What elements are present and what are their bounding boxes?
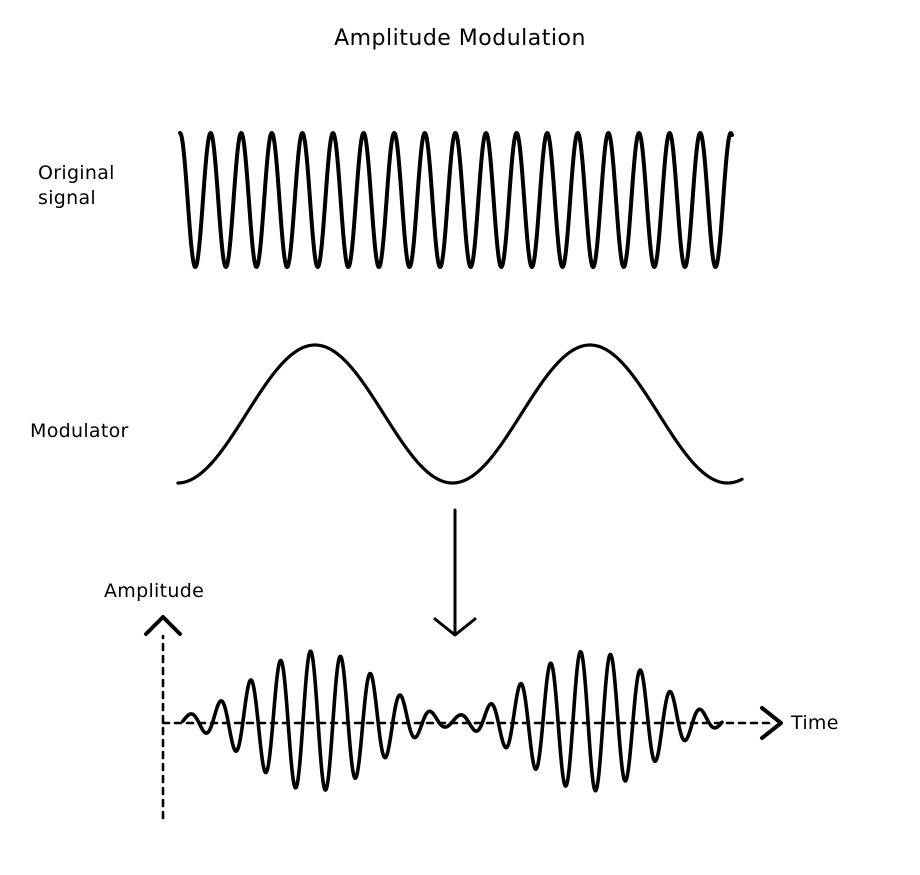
modulator-label: Modulator: [30, 420, 129, 442]
modulator-wave: [176, 343, 744, 485]
diagram-title: Amplitude Modulation: [334, 26, 586, 51]
amplitude-axis: [144, 615, 182, 820]
time-axis-label: Time: [791, 712, 839, 734]
down-arrow: [433, 508, 477, 637]
original-signal-label: Original signal: [38, 162, 115, 209]
modulated-signal-wave: [181, 649, 724, 793]
original-signal-wave: [178, 131, 734, 269]
amplitude-axis-label: Amplitude: [104, 580, 205, 602]
